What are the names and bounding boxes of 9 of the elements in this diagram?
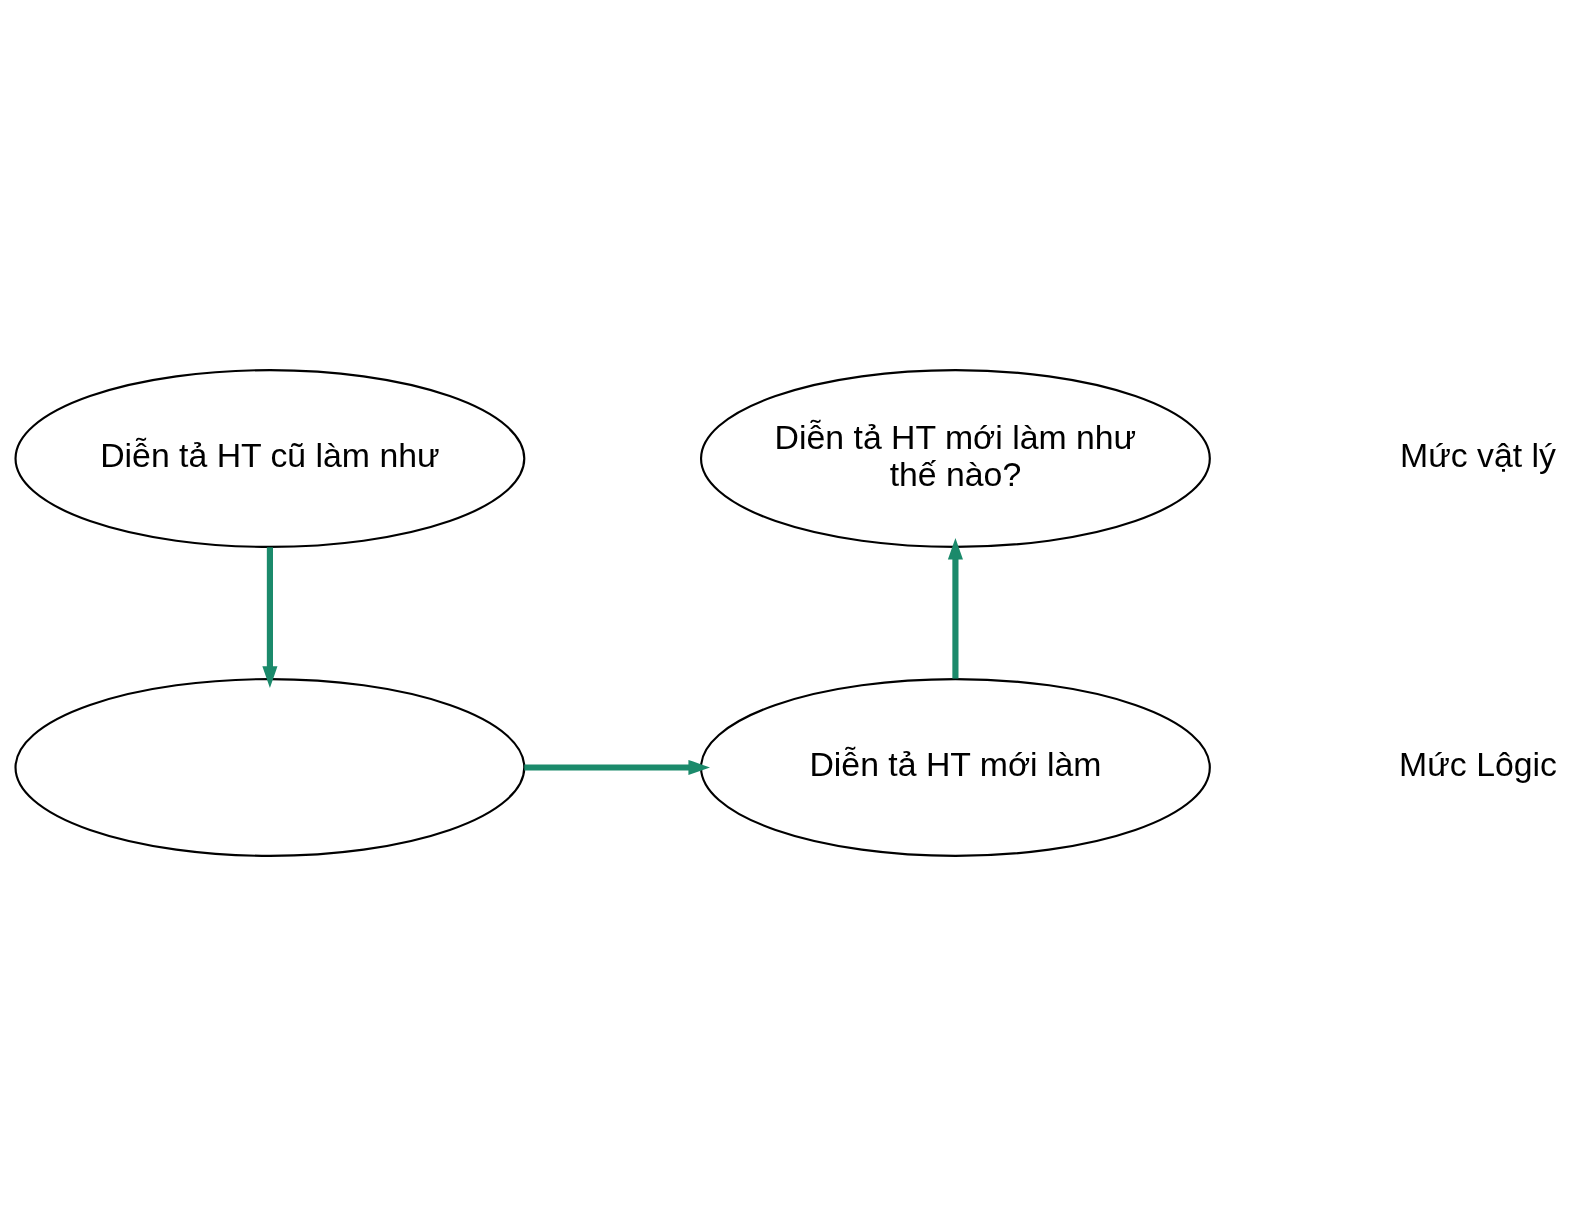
label: Mức Lôgic: [1399, 744, 1557, 783]
label: Mức vật lý: [1400, 435, 1556, 474]
arrow: [262, 546, 278, 688]
arrow: [524, 759, 710, 775]
node-ellipse: Diễn tả HT mới làm: [699, 677, 1211, 857]
node-ellipse: [14, 677, 526, 857]
arrow: [947, 537, 963, 679]
node-ellipse: Diễn tả HT cũ làm như: [14, 368, 526, 548]
node-ellipse: Diễn tả HT mới làm như thế nào?: [699, 368, 1211, 548]
